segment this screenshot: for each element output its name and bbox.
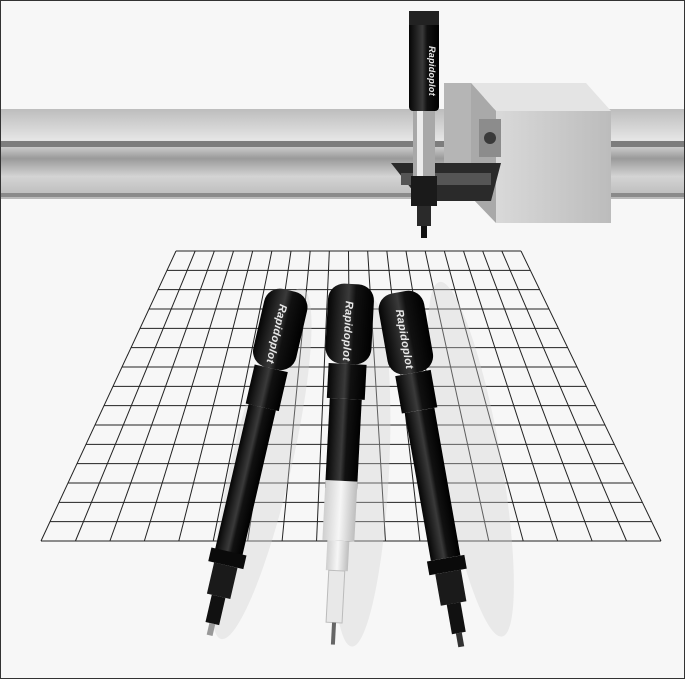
plotter-carriage xyxy=(444,83,611,223)
grid-line xyxy=(482,250,593,542)
grid-line xyxy=(212,250,273,542)
grid-line xyxy=(74,250,196,542)
pen-right: Rapidoplot xyxy=(378,281,514,648)
grid-line xyxy=(520,250,662,542)
grid-line xyxy=(178,250,254,542)
pen-left: Rapidoplot xyxy=(205,288,312,640)
mounted-pen-brand: Rapidoplot xyxy=(427,46,437,97)
grid-line xyxy=(463,250,559,542)
grid-line xyxy=(143,250,234,542)
mounted-pen: Rapidoplot xyxy=(409,11,439,238)
pen-middle: Rapidoplot xyxy=(322,283,391,647)
grid-line xyxy=(501,250,628,542)
grid-line xyxy=(109,250,215,542)
grid-line xyxy=(40,250,177,542)
grid-line xyxy=(281,250,311,542)
grid-line xyxy=(424,250,490,542)
grid-line xyxy=(316,250,330,542)
grid-line xyxy=(443,250,524,542)
pen-middle-brand: Rapidoplot xyxy=(340,301,355,363)
